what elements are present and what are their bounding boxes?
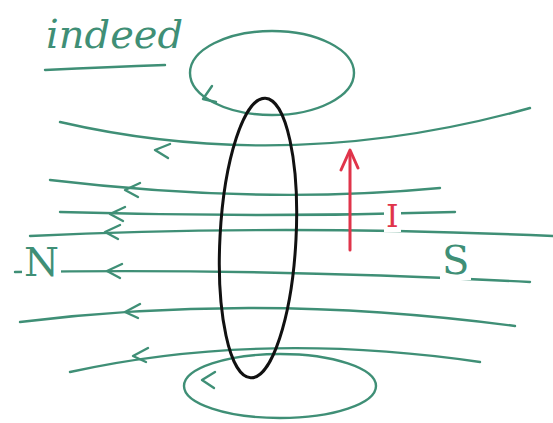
field-arrow: [203, 86, 216, 102]
field-arrow: [125, 304, 140, 318]
field-arrow: [105, 225, 120, 239]
field-line: [50, 180, 440, 195]
field-arrow: [155, 144, 170, 158]
current-arrow-head: [341, 150, 358, 170]
current-label: I: [384, 200, 401, 232]
current-arrow-shaft: [349, 152, 352, 250]
note-text: indeed: [44, 14, 185, 54]
current-loop: [213, 96, 304, 380]
field-lines: [15, 31, 553, 418]
field-line: [20, 308, 515, 326]
field-arrow: [133, 348, 148, 362]
field-arrow: [125, 183, 140, 197]
field-arrow: [110, 207, 125, 221]
field-arrow: [107, 264, 122, 278]
field-arrow: [202, 372, 215, 388]
pole-label: N: [22, 242, 61, 282]
underline: [45, 65, 165, 70]
current-arrow: [341, 150, 358, 250]
pole-label: S: [440, 240, 471, 280]
field-loop: [184, 354, 376, 418]
field-line: [60, 108, 530, 145]
